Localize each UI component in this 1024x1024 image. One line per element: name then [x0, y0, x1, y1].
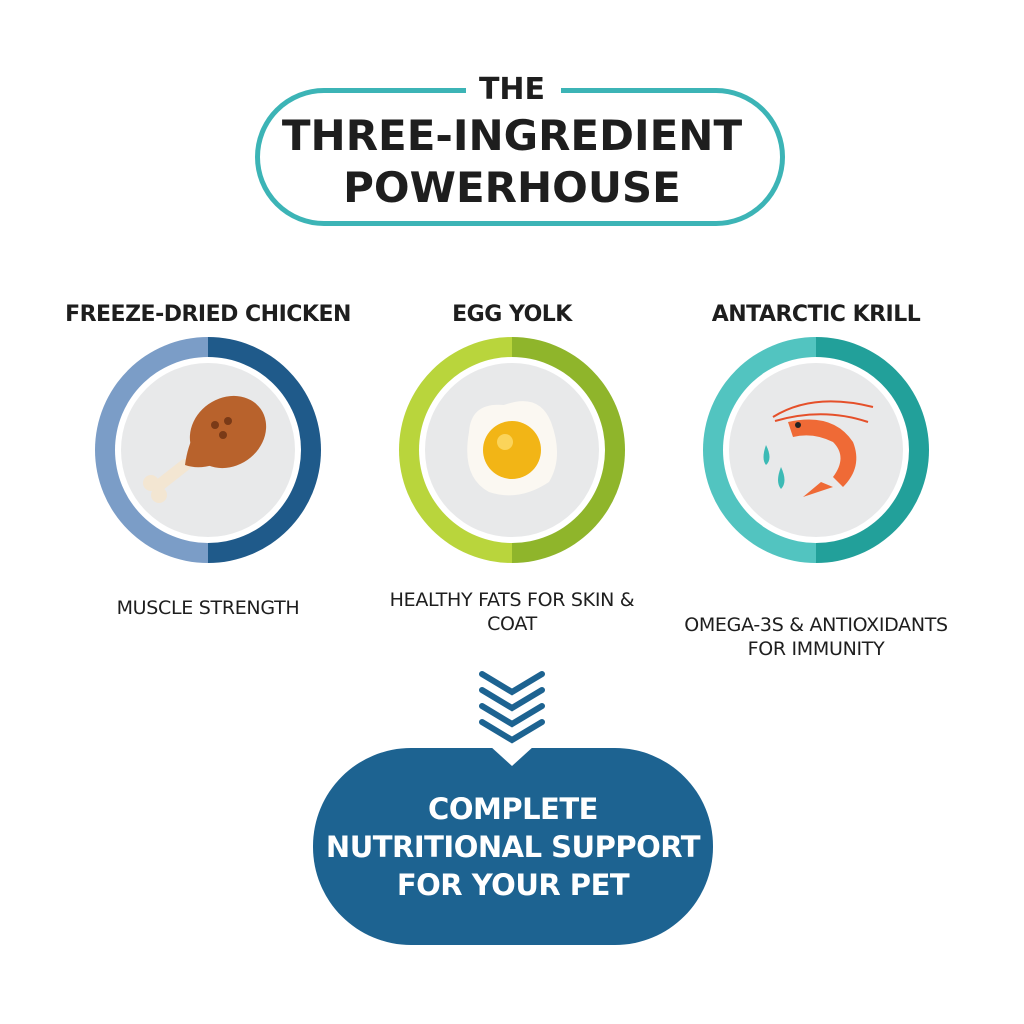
chevron-down-icon — [479, 671, 545, 744]
result-line-1: COMPLETE — [428, 792, 598, 826]
shrimp-icon — [763, 400, 874, 497]
ingredient-name-egg: EGG YOLK — [452, 302, 572, 327]
chicken-drumstick-icon — [143, 395, 267, 503]
benefit-egg: HEALTHY FATS FOR SKIN & COAT — [389, 589, 635, 635]
krill-circle — [703, 337, 929, 563]
ingredient-name-chicken: FREEZE-DRIED CHICKEN — [65, 302, 351, 327]
egg-circle — [399, 337, 625, 563]
result-line-2: NUTRITIONAL SUPPORT — [325, 830, 701, 864]
chicken-circle — [95, 337, 321, 563]
ingredient-name-krill: ANTARCTIC KRILL — [711, 302, 921, 327]
page-title: THREE-INGREDIENT POWERHOUSE — [0, 110, 1024, 214]
title-line-3: POWERHOUSE — [343, 163, 681, 212]
fried-egg-icon — [467, 401, 558, 496]
benefit-chicken: MUSCLE STRENGTH — [116, 597, 300, 619]
title-line-1: THE — [478, 72, 546, 107]
title-line-2: THREE-INGREDIENT — [281, 111, 743, 160]
benefit-krill: OMEGA-3S & ANTIOXIDANTS FOR IMMUNITY — [684, 614, 948, 660]
result-line-3: FOR YOUR PET — [396, 868, 630, 902]
result-text: COMPLETE NUTRITIONAL SUPPORT FOR YOUR PE… — [313, 790, 713, 904]
result-box — [313, 748, 713, 945]
